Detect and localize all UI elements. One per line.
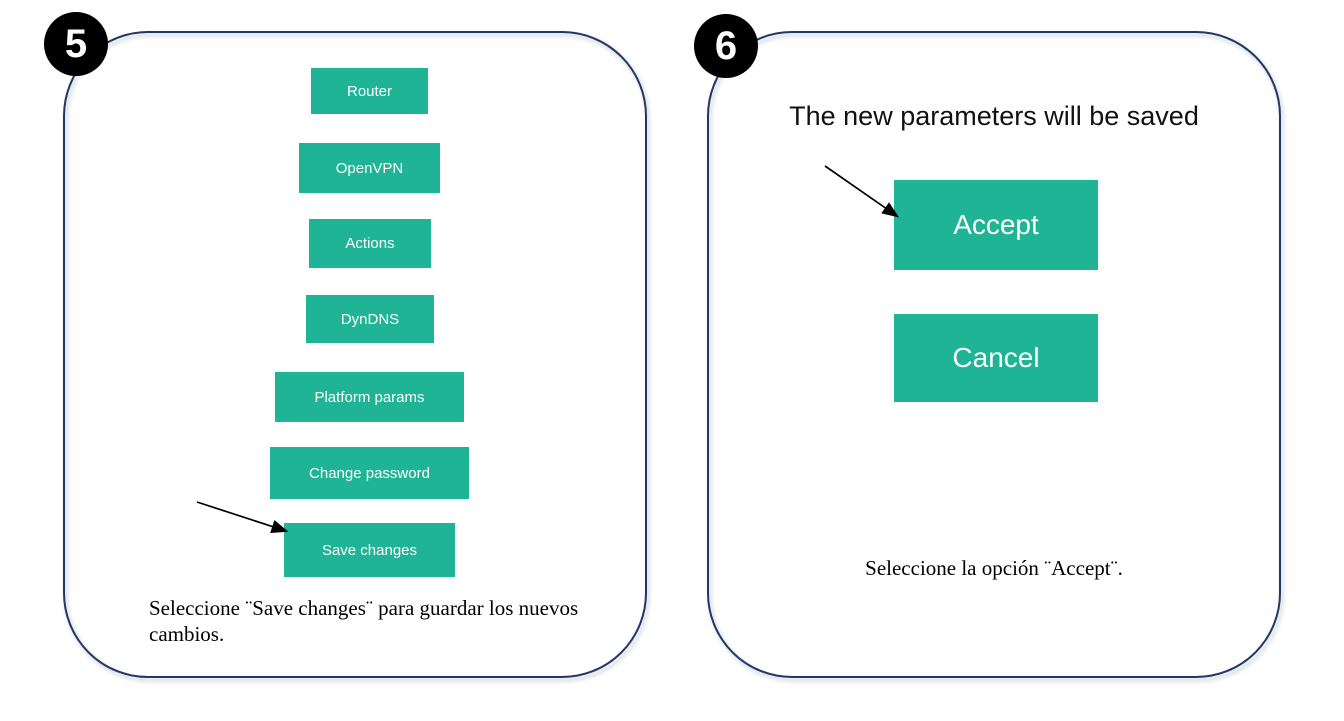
- save-changes-button[interactable]: Save changes: [284, 523, 455, 577]
- step-5-number: 5: [64, 21, 88, 66]
- accept-button[interactable]: Accept: [894, 180, 1098, 270]
- router-button[interactable]: Router: [311, 68, 428, 114]
- arrow-to-save-changes-icon: [196, 501, 289, 533]
- save-changes-button-label: Save changes: [321, 541, 418, 559]
- dyndns-button-label: DynDNS: [340, 310, 400, 328]
- platform-params-button[interactable]: Platform params: [275, 372, 464, 422]
- cancel-button[interactable]: Cancel: [894, 314, 1098, 402]
- change-password-button[interactable]: Change password: [270, 447, 469, 499]
- actions-button-label: Actions: [345, 235, 395, 252]
- step-6-panel-frame: [707, 31, 1281, 678]
- step-5-panel-frame: [63, 31, 647, 678]
- platform-params-button-label: Platform params: [314, 388, 425, 406]
- dialog-message: The new parameters will be saved: [789, 101, 1199, 131]
- actions-button[interactable]: Actions: [309, 219, 431, 268]
- accept-button-label: Accept: [953, 209, 1039, 240]
- step-6-badge: 6: [694, 14, 758, 78]
- router-button-label: Router: [346, 82, 393, 100]
- step-5-badge: 5: [44, 12, 108, 76]
- cancel-button-label: Cancel: [952, 342, 1040, 373]
- step-6-number: 6: [714, 23, 738, 68]
- arrow-to-accept-icon: [824, 165, 900, 218]
- step-5-caption: Seleccione ¨Save changes¨ para guardar l…: [149, 596, 579, 646]
- dyndns-button[interactable]: DynDNS: [306, 295, 434, 343]
- openvpn-button[interactable]: OpenVPN: [299, 143, 440, 193]
- openvpn-button-label: OpenVPN: [335, 159, 404, 177]
- change-password-button-label: Change password: [309, 464, 430, 482]
- step-6-caption: Seleccione la opción ¨Accept¨.: [865, 556, 1123, 580]
